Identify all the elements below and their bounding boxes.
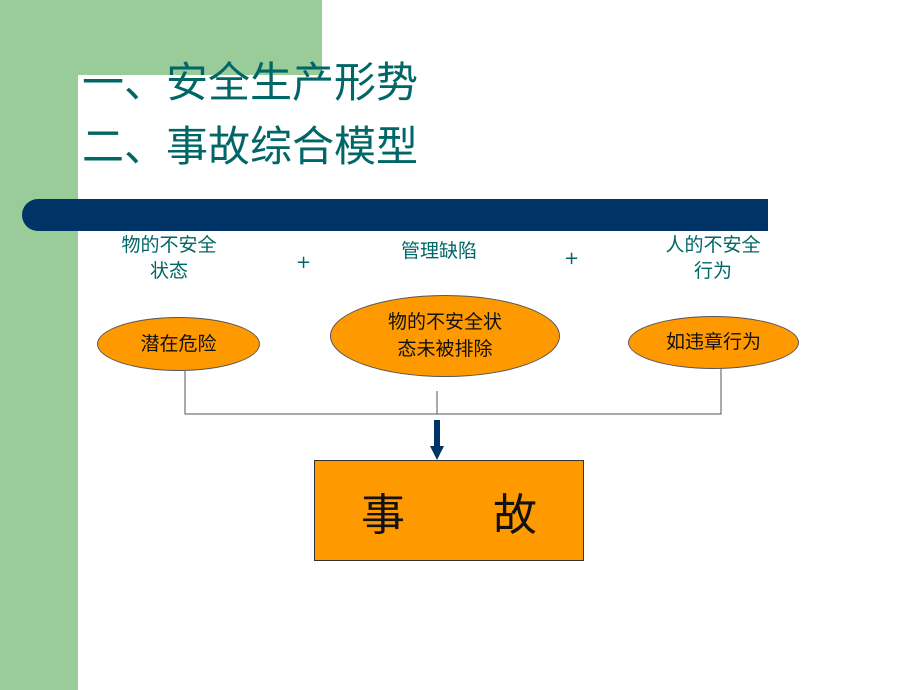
accident-label: 事 故 (361, 489, 537, 541)
divider-bar (22, 199, 768, 231)
ellipse-unremoved-state: 物的不安全状 态未被排除 (330, 295, 560, 377)
ellipse-unremoved-state-line-1: 物的不安全状 (387, 311, 502, 333)
ellipse-potential-danger-text: 潜在危险 (140, 332, 217, 355)
factor-human-label: 人的不安全 行为 (648, 232, 778, 284)
factor-human-line-2: 行为 (693, 260, 732, 282)
green-left-band (0, 0, 78, 690)
factor-object-line-2: 状态 (149, 260, 188, 282)
ellipse-potential-danger: 潜在危险 (97, 317, 260, 371)
factor-management-line-1: 管理缺陷 (400, 240, 477, 262)
ellipse-violation: 如违章行为 (628, 316, 799, 369)
ellipse-violation-text: 如违章行为 (665, 331, 761, 353)
ellipse-unremoved-state-line-2: 态未被排除 (397, 338, 493, 360)
green-top-band (0, 0, 322, 75)
accident-box: 事 故 (314, 460, 584, 561)
title-line-2: 二、事故综合模型 (82, 122, 419, 171)
plus-sign-2: + (564, 248, 580, 269)
factor-object-label: 物的不安全 状态 (104, 232, 234, 284)
factor-management-label: 管理缺陷 (374, 238, 504, 264)
title-line-1: 一、安全生产形势 (82, 58, 419, 107)
factor-human-line-1: 人的不安全 (665, 234, 761, 256)
factor-object-line-1: 物的不安全 (121, 234, 217, 256)
plus-sign-1: + (296, 252, 312, 273)
